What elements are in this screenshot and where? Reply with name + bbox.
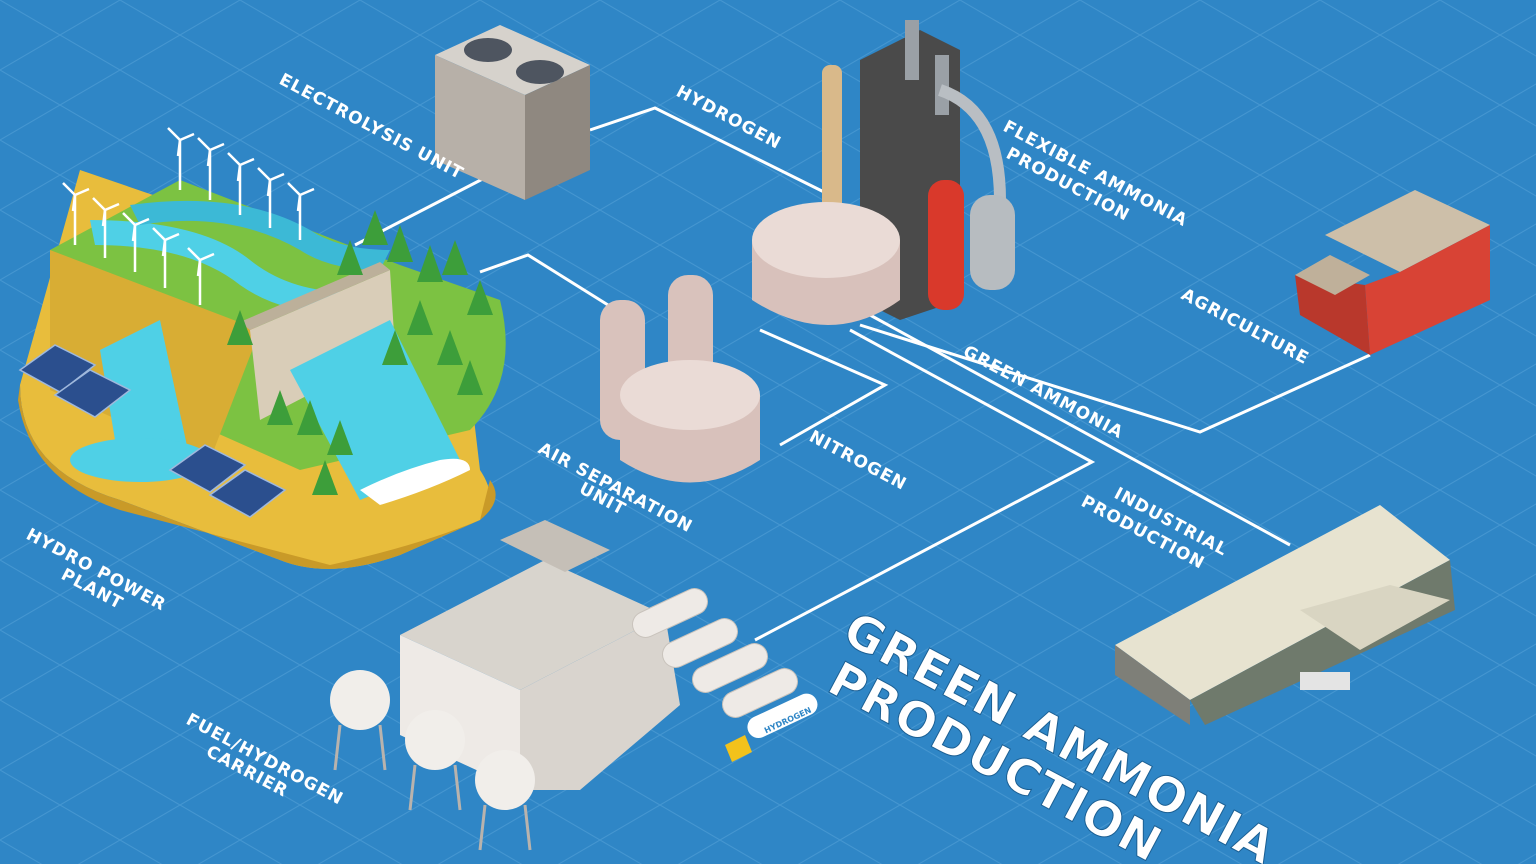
agriculture-barn [1295,190,1490,355]
tree [297,400,323,435]
turbine-icon [122,212,150,272]
foam [360,458,470,505]
river [90,220,380,313]
warehouse-front [1115,645,1190,725]
air-separation-unit [600,275,760,483]
pipe [937,84,1006,201]
sphere-tank-icon [405,710,465,770]
factory-left [400,635,520,790]
tree [267,390,293,425]
waterfall-left [100,320,190,470]
ammonia-tank-top [752,202,900,278]
dam-top [240,262,390,330]
industrial-warehouse [1115,505,1455,725]
turbine-icon [187,247,215,305]
barn-lean-to [1295,255,1370,295]
truck-tank [747,693,818,738]
solar-panel-icon [53,369,132,418]
line-ammonia-to-agriculture [859,323,1371,434]
line-ammonia-to-industrial [869,313,1291,547]
turbine-icon [197,137,225,200]
cylinder-icon [662,618,738,668]
gray-tank [970,195,1015,290]
tree [457,360,483,395]
tall-column [822,65,842,245]
tree [437,330,463,365]
barn-roof [1325,190,1490,272]
tree [382,330,408,365]
fan-icon [464,38,512,62]
turbine-icon [62,182,90,245]
river-2 [130,200,390,270]
line-air-to-nitrogen-junction [759,328,889,447]
ammonia-plant [752,20,1015,325]
solar-panel-icon [18,344,97,393]
turbine-icon [287,182,315,240]
turbine-icon [152,227,180,288]
fan-icon [516,60,564,84]
turbine-icon [257,167,285,228]
barn-side [1295,275,1370,355]
tree [442,240,468,275]
cylinder-icon [722,668,798,718]
solar-panels [18,344,287,518]
storage-tank-top [620,360,760,430]
turbine-icon [92,197,120,258]
unit-left [435,55,525,200]
trailer-icon [1300,672,1350,690]
tree [407,300,433,335]
tree [327,420,353,455]
factory-roof [400,560,665,690]
hydro-power-plant [18,127,506,569]
warehouse-roof [1115,505,1450,700]
tree [312,460,338,495]
waterfall-right [290,320,460,500]
sphere-tank-icon [475,750,535,810]
turbine-icon [227,152,255,215]
carrier-factory: HYDROGEN [330,520,818,851]
factory-right [520,615,680,790]
loading-annex [1300,585,1450,650]
cylinder-icon [632,588,708,638]
trees [227,210,493,495]
tower-stack [905,20,919,80]
red-column-icon [928,180,964,310]
sphere-tank-icon [330,670,390,730]
gas-cylinders [632,588,798,718]
solar-panel-icon [168,444,247,493]
electrolysis-unit [435,25,590,200]
tree [227,310,253,345]
connector-lines [354,106,1371,642]
barn-front [1365,225,1490,355]
cylinder-icon [692,643,768,693]
dam-wall [250,270,395,420]
tree [417,245,443,282]
truck-cab [725,735,752,762]
tree [362,210,388,245]
line-ammonia-to-carrier [754,328,1096,642]
tree [337,240,363,275]
spherical-tanks [330,670,535,851]
solar-panel-icon [208,469,287,518]
tree [387,225,413,262]
unit-right [525,65,590,200]
line-hydro-to-air-separation [479,253,641,327]
line-electrolysis-to-ammonia [589,106,831,197]
tree [467,280,493,315]
factory-penthouse [500,520,610,572]
turbine-icon [167,127,195,190]
wind-turbines [62,127,315,305]
